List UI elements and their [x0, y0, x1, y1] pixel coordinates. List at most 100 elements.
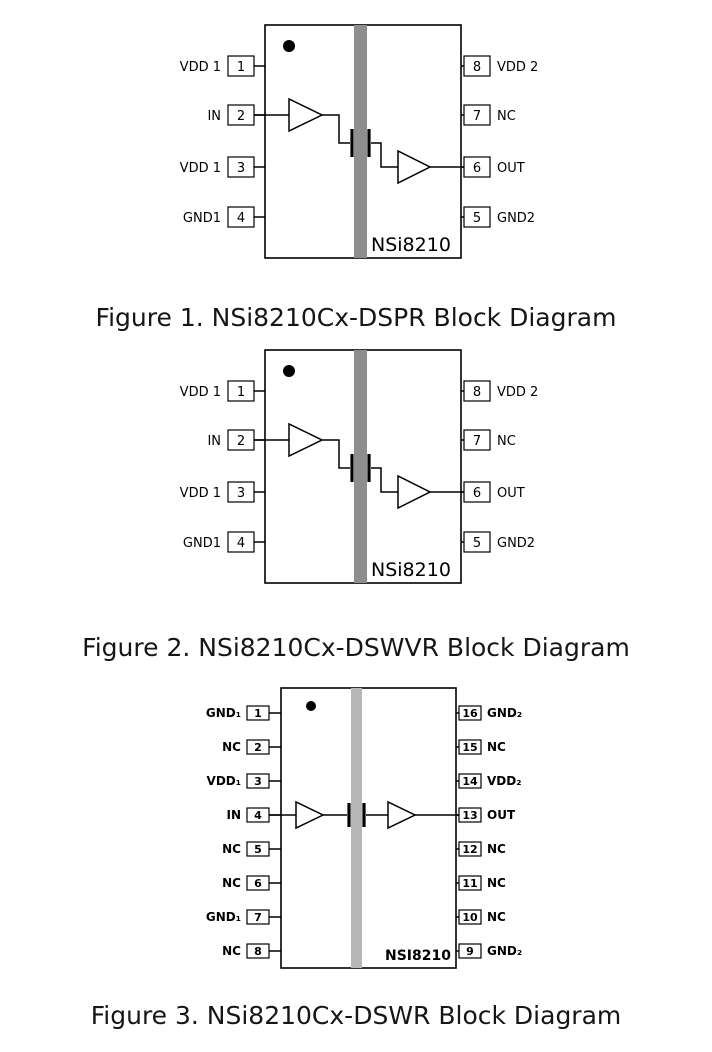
pin-number: 4	[237, 211, 245, 226]
pin-number: 1	[237, 385, 245, 400]
pin-label: NC	[487, 842, 506, 856]
pin-number: 8	[473, 385, 481, 400]
pin-number: 10	[462, 911, 478, 924]
pin-label: GND1	[183, 536, 221, 551]
pin-box	[227, 156, 255, 178]
pin-label: NC	[487, 876, 506, 890]
pin-label: VDD 2	[497, 385, 538, 400]
signal-wire	[371, 142, 398, 168]
pin-box	[246, 773, 270, 789]
pin-box	[463, 531, 491, 553]
pin-box	[463, 380, 491, 402]
buffer-triangle	[288, 97, 324, 133]
pin1-marker-dot	[283, 40, 295, 52]
isolation-barrier	[354, 350, 367, 583]
pin-row: 14 VDD₂	[456, 773, 521, 789]
pin-row: 5 NC	[222, 841, 281, 857]
pin-row: 3 VDD₁	[207, 773, 281, 789]
pin-row: 2 NC	[222, 739, 281, 755]
pin-number: 5	[254, 843, 262, 856]
pin-row: 2 IN	[207, 429, 265, 451]
pin-label: GND1	[183, 211, 221, 226]
pin-number: 8	[254, 945, 262, 958]
pin-number: 5	[473, 211, 481, 226]
pin-row: 1 VDD 1	[180, 55, 265, 77]
pin-label: GND2	[497, 536, 535, 551]
pin-box	[227, 531, 255, 553]
pin-label: GND₁	[206, 706, 241, 720]
pin-number: 6	[473, 486, 481, 501]
pin-box	[463, 104, 491, 126]
chip-body	[280, 687, 457, 969]
pin-label: IN	[207, 434, 221, 449]
pin-row: 4 GND1	[183, 206, 265, 228]
pin-number: 1	[237, 60, 245, 75]
pin-label: NC	[487, 740, 506, 754]
pin-label: VDD 1	[180, 486, 221, 501]
pin1-marker-dot	[306, 701, 316, 711]
pin-number: 4	[254, 809, 262, 822]
pin-row: 2 IN	[207, 104, 265, 126]
pin-label: NC	[222, 740, 241, 754]
pin-box	[246, 875, 270, 891]
figure-caption: Figure 2. NSi8210Cx-DSWVR Block Diagram	[82, 633, 630, 662]
figure3-diagram: 1 GND₁ 2 NC 3 VDD₁ 4 IN 5 NC	[206, 687, 522, 969]
chip-name: NSi8210	[371, 559, 451, 581]
pin-number: 9	[466, 945, 474, 958]
pin-label: GND₂	[487, 944, 522, 958]
pin-row: 9 GND₂	[456, 943, 522, 959]
pin-row: 7 NC	[461, 104, 516, 126]
pin-row: 5 GND2	[461, 206, 535, 228]
pin-box	[246, 943, 270, 959]
pin-number: 1	[254, 707, 262, 720]
pin-number: 16	[462, 707, 478, 720]
pin-label: GND2	[497, 211, 535, 226]
pin-number: 2	[237, 434, 245, 449]
pin-row: 3 VDD 1	[180, 481, 265, 503]
pin-number: 6	[254, 877, 262, 890]
pin-number: 7	[473, 109, 481, 124]
pin-box	[227, 55, 255, 77]
pin-label: IN	[226, 808, 241, 822]
pin-box	[246, 739, 270, 755]
pin-number: 3	[237, 161, 245, 176]
pin-box	[458, 705, 482, 721]
pin-box	[227, 481, 255, 503]
pin-row: 3 VDD 1	[180, 156, 265, 178]
pin-number: 2	[254, 741, 262, 754]
pin-row: 13 OUT	[456, 807, 516, 823]
pin-label: VDD 2	[497, 60, 538, 75]
pin-box	[246, 705, 270, 721]
pin-label: NC	[222, 944, 241, 958]
pin-row: 5 GND2	[461, 531, 535, 553]
pin-row: 6 NC	[222, 875, 281, 891]
pin-row: 1 VDD 1	[180, 380, 265, 402]
pin-number: 12	[462, 843, 477, 856]
pin-label: VDD₂	[487, 774, 521, 788]
isolation-barrier	[351, 688, 362, 968]
pin-box	[246, 841, 270, 857]
pin-label: IN	[207, 109, 221, 124]
buffer-triangle	[295, 800, 325, 830]
pin-label: NC	[487, 910, 506, 924]
pin-label: VDD₁	[207, 774, 241, 788]
pin-box	[463, 156, 491, 178]
pin-number: 7	[473, 434, 481, 449]
pin-label: NC	[497, 109, 516, 124]
pin-row: 4 IN	[226, 807, 281, 823]
pin-number: 5	[473, 536, 481, 551]
pin-label: GND₂	[487, 706, 522, 720]
pin1-marker-dot	[283, 365, 295, 377]
pin-box	[458, 807, 482, 823]
pin-label: OUT	[497, 486, 525, 501]
buffer-triangle	[387, 800, 417, 830]
pin-box	[458, 841, 482, 857]
pin-number: 3	[237, 486, 245, 501]
chip-name: NSI8210	[385, 948, 451, 964]
pin-box	[458, 909, 482, 925]
pin-label: OUT	[487, 808, 516, 822]
pin-number: 4	[237, 536, 245, 551]
pin-row: 6 OUT	[461, 156, 525, 178]
pin-box	[227, 380, 255, 402]
pin-label: NC	[222, 842, 241, 856]
